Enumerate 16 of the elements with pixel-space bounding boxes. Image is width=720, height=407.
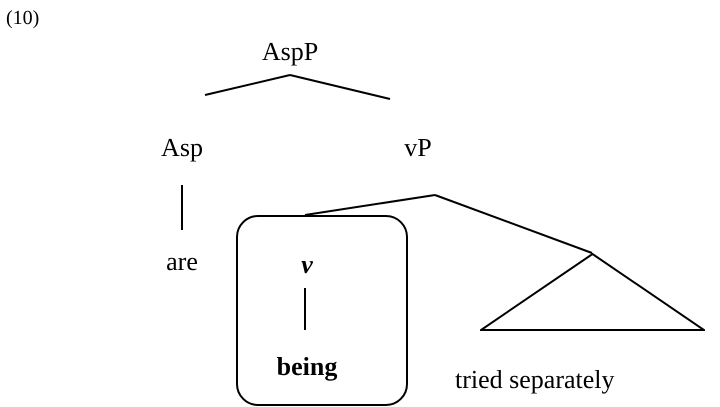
node-label: are	[166, 247, 198, 277]
node-label: AspP	[262, 37, 318, 67]
tree-branch	[290, 74, 390, 100]
tree-branch	[181, 185, 183, 230]
node-label: being	[276, 352, 338, 382]
node-label: vP	[404, 133, 432, 163]
tree-branch	[434, 194, 592, 254]
rounded-box	[236, 215, 408, 406]
tree-branch	[204, 74, 290, 96]
tree-branch	[304, 288, 306, 330]
node-caption: tried separately	[455, 365, 615, 395]
tree-branch	[304, 194, 436, 216]
node-label: v	[301, 250, 313, 280]
example-number: (10)	[6, 6, 40, 30]
node-label: Asp	[161, 133, 203, 163]
triangle-shape	[480, 253, 705, 331]
